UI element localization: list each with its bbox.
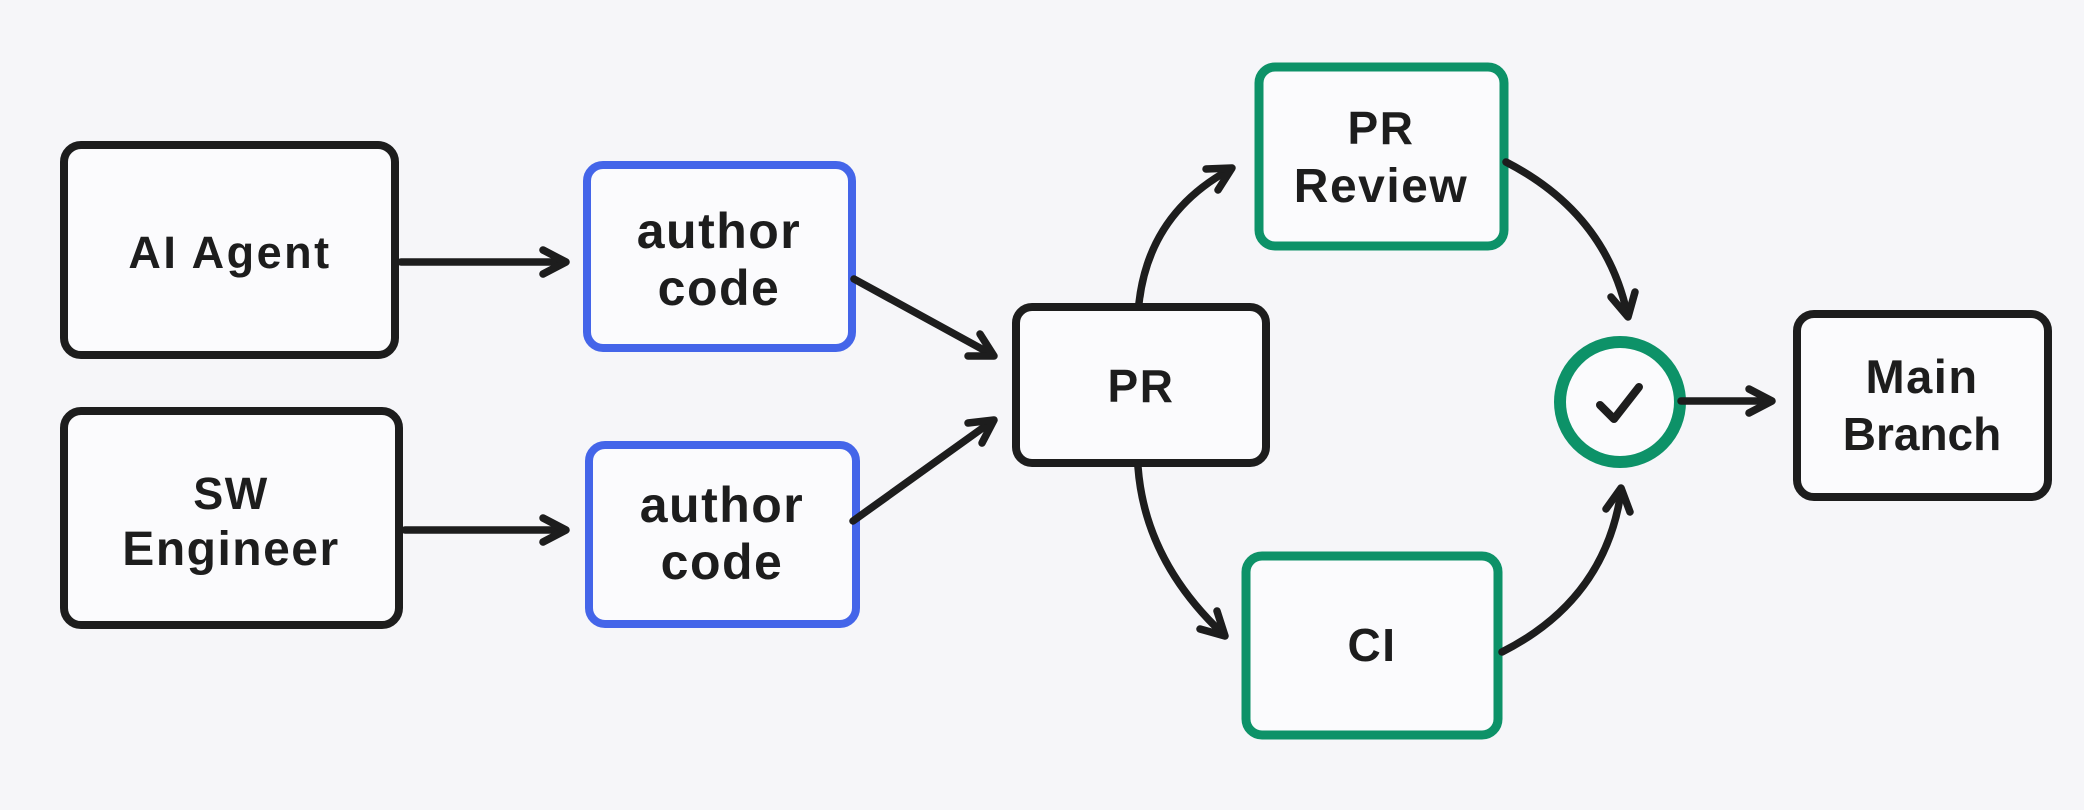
svg-text:Main: Main (1865, 350, 1978, 403)
svg-text:Engineer: Engineer (122, 523, 339, 576)
svg-text:Branch: Branch (1843, 408, 2001, 460)
svg-text:SW: SW (193, 468, 269, 519)
svg-text:author: author (640, 477, 805, 533)
svg-text:author: author (637, 203, 802, 259)
svg-text:AI Agent: AI Agent (128, 227, 331, 278)
svg-text:code: code (658, 260, 781, 316)
svg-text:PR: PR (1108, 360, 1175, 412)
svg-text:PR: PR (1348, 102, 1415, 154)
svg-text:Review: Review (1294, 160, 1468, 213)
svg-text:CI: CI (1348, 619, 1397, 671)
svg-text:code: code (661, 534, 784, 590)
